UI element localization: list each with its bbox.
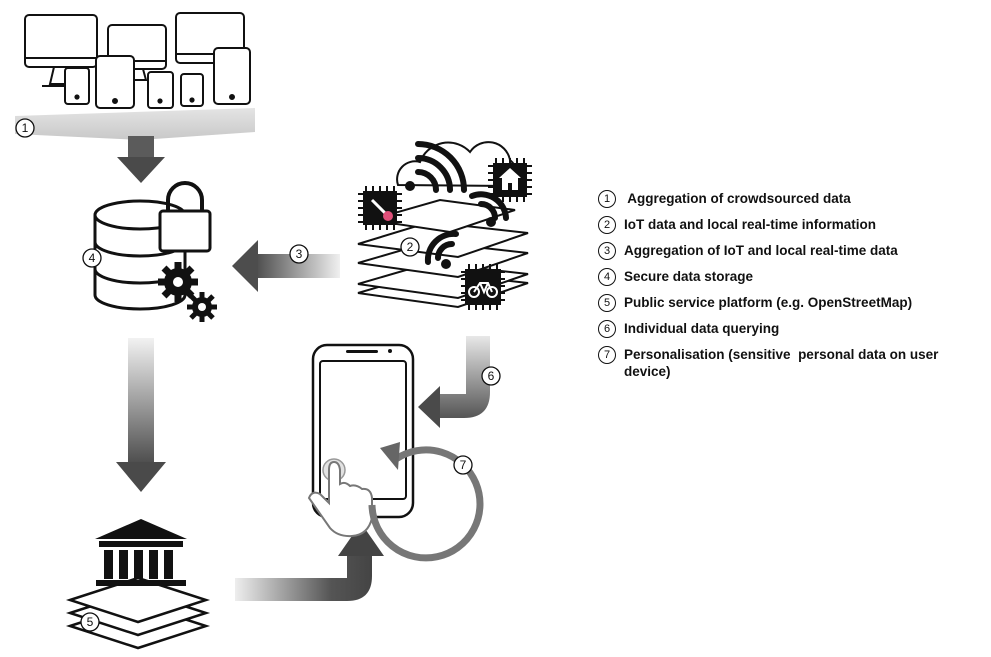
legend-number: 6 (598, 320, 616, 338)
storage-to-platform-arrow (116, 338, 166, 492)
legend-item-7: 7 Personalisation (sensitive personal da… (598, 346, 988, 380)
svg-text:6: 6 (488, 369, 495, 383)
temperature-sensor-chip-icon (358, 186, 402, 230)
crowdsourcing-aggregation-arrow (15, 108, 255, 183)
legend-text: Aggregation of crowdsourced data (624, 191, 851, 206)
legend-text: IoT data and local real-time information (624, 217, 877, 232)
smart-home-chip-icon (488, 158, 532, 202)
lock-icon (158, 181, 212, 253)
tapping-hand-icon (307, 458, 373, 538)
gears-icon (158, 262, 217, 322)
legend-text: Secure data storage (624, 269, 754, 284)
bicycle-sensor-chip-icon (461, 264, 505, 310)
legend-number: 5 (598, 294, 616, 312)
legend-text: Public service platform (e.g. OpenStreet… (624, 295, 913, 310)
svg-text:7: 7 (460, 458, 467, 472)
iot-aggregation-arrow (232, 240, 340, 292)
marker-7: 7 (453, 455, 473, 475)
svg-text:2: 2 (407, 240, 414, 254)
legend-text: Individual data querying (624, 321, 780, 336)
public-platform-icon (65, 519, 211, 650)
platform-to-device-arrow (235, 523, 384, 601)
legend-item-3: 3 Aggregation of IoT and local real-time… (598, 242, 988, 260)
marker-3: 3 (289, 244, 309, 264)
legend-number: 7 (598, 346, 616, 364)
marker-2: 2 (400, 237, 420, 257)
svg-text:1: 1 (22, 121, 29, 135)
marker-5: 5 (80, 612, 100, 632)
legend-item-5: 5 Public service platform (e.g. OpenStre… (598, 294, 988, 312)
legend-item-2: 2 IoT data and local real-time informati… (598, 216, 988, 234)
marker-4: 4 (82, 248, 102, 268)
legend-item-4: 4 Secure data storage (598, 268, 988, 286)
crowdsourcing-devices-icon (24, 12, 251, 109)
legend-number: 1 (598, 190, 616, 208)
marker-1: 1 (15, 118, 35, 138)
legend-number: 2 (598, 216, 616, 234)
legend-text: Personalisation (sensitive personal data… (624, 347, 943, 379)
svg-text:5: 5 (87, 615, 94, 629)
svg-text:4: 4 (89, 251, 96, 265)
legend-text: Aggregation of IoT and local real-time d… (624, 243, 898, 258)
marker-6: 6 (481, 366, 501, 386)
data-query-arrow (418, 336, 490, 428)
legend: 1 Aggregation of crowdsourced data 2 IoT… (598, 190, 988, 388)
legend-item-1: 1 Aggregation of crowdsourced data (598, 190, 988, 208)
svg-text:3: 3 (296, 247, 303, 261)
legend-number: 4 (598, 268, 616, 286)
legend-number: 3 (598, 242, 616, 260)
personalisation-cycle-icon (368, 442, 484, 562)
legend-item-6: 6 Individual data querying (598, 320, 988, 338)
